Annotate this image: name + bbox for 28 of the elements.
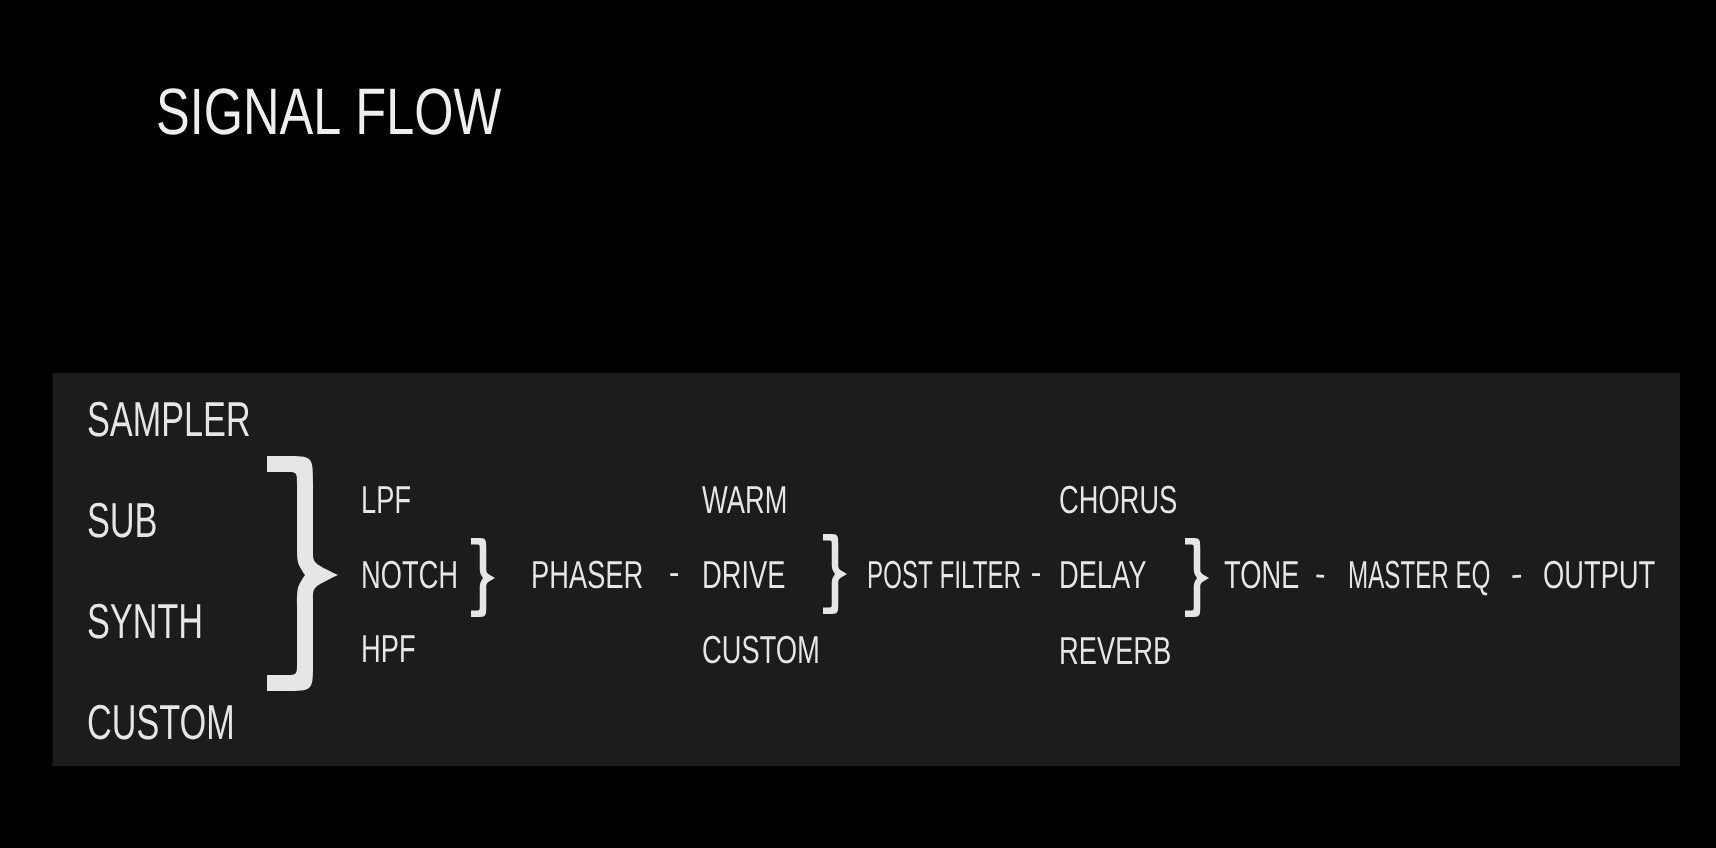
stage-label: SAMPLER [88, 401, 249, 437]
stage-label: MASTER EQ [1350, 560, 1490, 596]
title: SIGNAL FLOW [158, 88, 502, 135]
curly-brace [1185, 538, 1209, 617]
stage-label: CUSTOM [88, 704, 232, 740]
stage-label: LPF [363, 486, 410, 513]
stage-label: WARM [702, 486, 786, 513]
curly-brace [471, 538, 495, 617]
stage-label: PHASER [533, 560, 642, 589]
panel [52, 373, 1680, 766]
curly-brace [823, 534, 847, 614]
dash-connector [1032, 573, 1040, 576]
dash-connector [1512, 574, 1522, 578]
stage-label: CUSTOM [703, 635, 818, 664]
stage-label: HPF [363, 635, 415, 662]
stage-label: OUTPUT [1544, 560, 1655, 589]
stage-label: TONE [1224, 560, 1299, 589]
stage-label: SYNTH [88, 603, 201, 639]
dash-connector [1316, 574, 1325, 578]
stage-label: SUB [88, 502, 156, 538]
stage-label: POST FILTER [869, 560, 1020, 589]
curly-brace [267, 456, 338, 691]
dash-connector [670, 573, 678, 576]
stage-label: DRIVE [704, 561, 785, 588]
stage-label: REVERB [1061, 637, 1170, 664]
stage-label: NOTCH [363, 560, 456, 589]
stage-label: DELAY [1061, 561, 1146, 588]
stage-label: CHORUS [1060, 485, 1177, 514]
